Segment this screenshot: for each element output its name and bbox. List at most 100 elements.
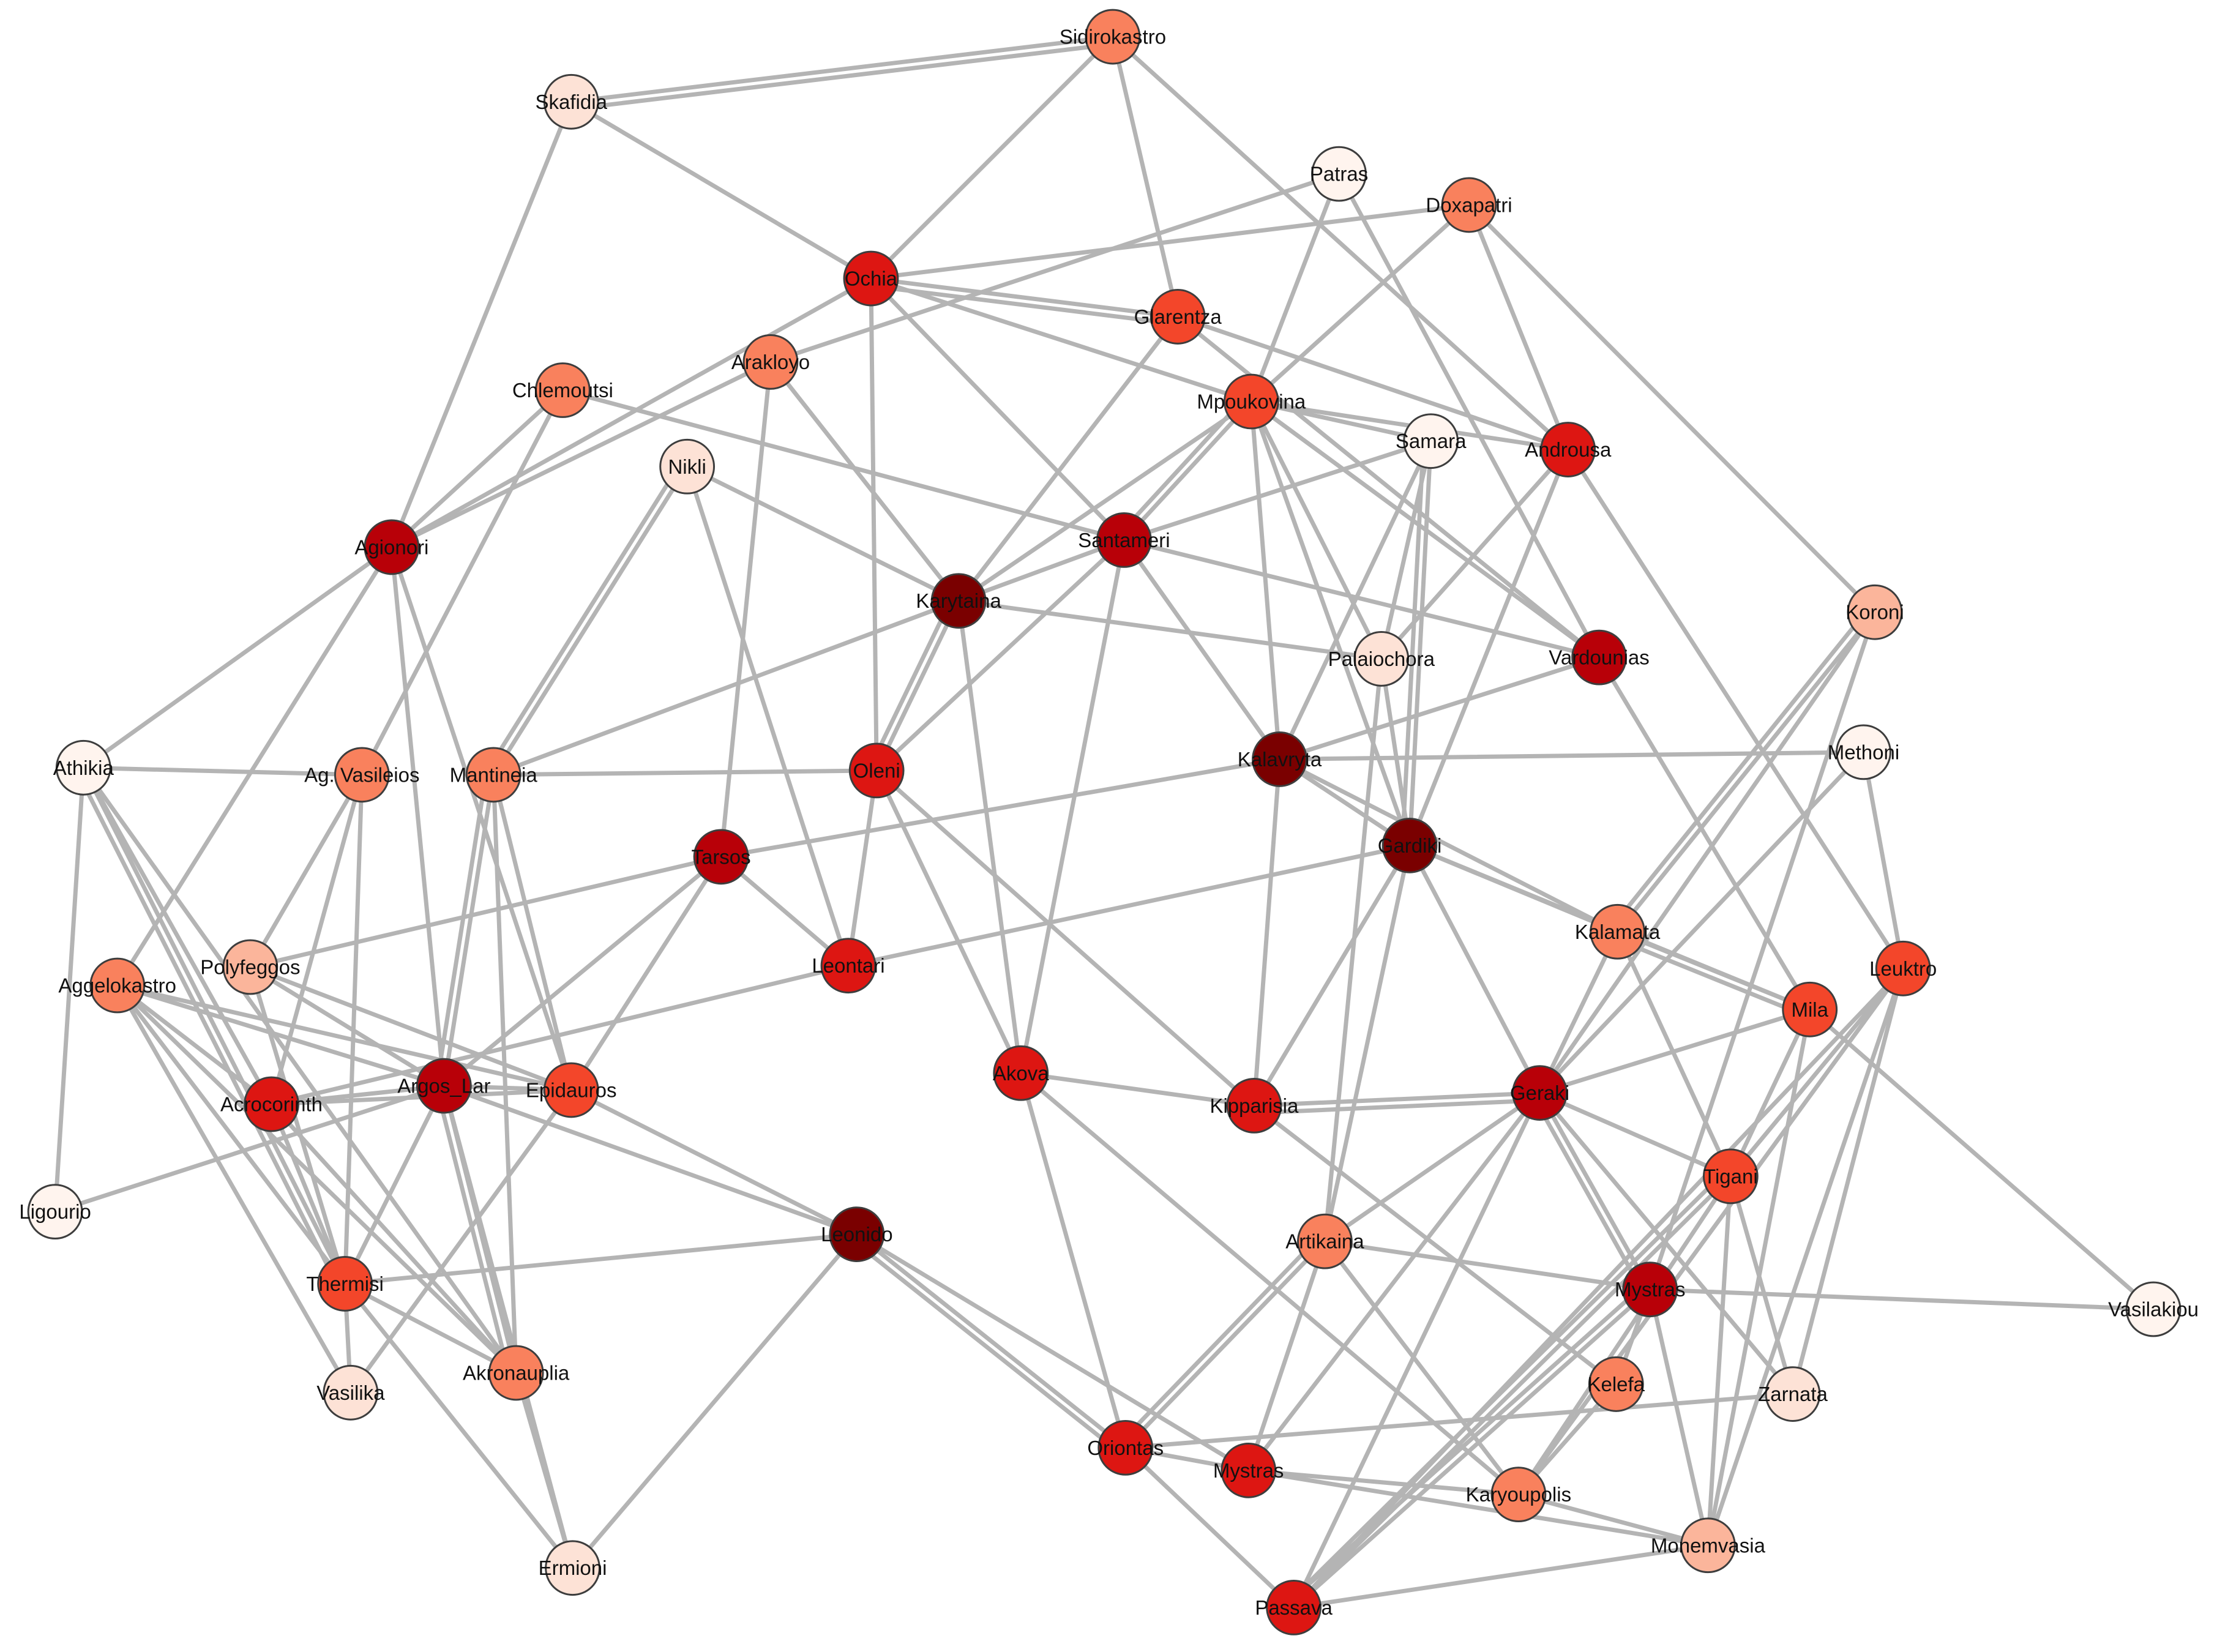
- node-circle[interactable]: [1297, 1213, 1353, 1269]
- node-circle[interactable]: [742, 334, 799, 390]
- node-circle[interactable]: [993, 1045, 1049, 1101]
- node-acrocorinth[interactable]: Acrocorinth: [220, 1076, 323, 1132]
- node-circle[interactable]: [1096, 512, 1152, 568]
- node-vasilakiou[interactable]: Vasilakiou: [2108, 1281, 2199, 1337]
- node-mpoukovina[interactable]: Mpoukovina: [1197, 373, 1306, 430]
- node-circle[interactable]: [1266, 1580, 1322, 1635]
- node-kipparisia[interactable]: Kipparisia: [1209, 1077, 1299, 1134]
- node-mila[interactable]: Mila: [1782, 981, 1838, 1037]
- node-aggelokastro[interactable]: Aggelokastro: [58, 957, 176, 1014]
- node-patras[interactable]: Patras: [1310, 146, 1368, 202]
- node-circle[interactable]: [1252, 731, 1307, 787]
- node-circle[interactable]: [1381, 817, 1438, 873]
- node-kalamata[interactable]: Kalamata: [1575, 903, 1661, 960]
- node-circle[interactable]: [1221, 1442, 1277, 1498]
- node-vasilika[interactable]: Vasilika: [316, 1364, 385, 1421]
- node-ermioni[interactable]: Ermioni: [539, 1540, 607, 1596]
- node-monemvasia[interactable]: Monemvasia: [1651, 1517, 1766, 1574]
- node-circle[interactable]: [1150, 289, 1206, 345]
- node-methoni[interactable]: Methoni: [1828, 724, 1899, 780]
- node-circle[interactable]: [848, 742, 905, 799]
- node-mystras2[interactable]: Mystras: [1213, 1442, 1284, 1498]
- node-glarentza[interactable]: Glarentza: [1134, 289, 1222, 345]
- node-ochia[interactable]: Ochia: [843, 250, 899, 307]
- node-circle[interactable]: [323, 1364, 379, 1421]
- node-athikia[interactable]: Athikia: [53, 739, 114, 796]
- node-agionori[interactable]: Agionori: [354, 519, 428, 575]
- node-circle[interactable]: [364, 519, 420, 575]
- node-circle[interactable]: [1588, 1356, 1644, 1412]
- node-circle[interactable]: [534, 362, 591, 418]
- node-kelefa[interactable]: Kelefa: [1587, 1356, 1645, 1412]
- node-leonido[interactable]: Leonido: [821, 1206, 893, 1262]
- node-circle[interactable]: [1540, 422, 1596, 477]
- node-circle[interactable]: [1847, 584, 1903, 640]
- node-circle[interactable]: [1085, 9, 1141, 65]
- node-sidirokastro[interactable]: Sidirokastro: [1060, 9, 1166, 65]
- node-thermisi[interactable]: Thermisi: [306, 1256, 384, 1312]
- node-epidauros[interactable]: Epidauros: [526, 1062, 617, 1118]
- node-circle[interactable]: [545, 1540, 600, 1596]
- node-palaiochora[interactable]: Palaiochora: [1328, 631, 1435, 687]
- node-nikli[interactable]: Nikli: [659, 438, 716, 495]
- node-circle[interactable]: [829, 1206, 885, 1262]
- node-oleni[interactable]: Oleni: [848, 742, 905, 799]
- node-geraki[interactable]: Geraki: [1510, 1065, 1569, 1121]
- node-circle[interactable]: [334, 747, 390, 803]
- node-circle[interactable]: [543, 73, 599, 130]
- node-circle[interactable]: [843, 250, 899, 307]
- node-circle[interactable]: [693, 829, 749, 885]
- node-ligourio[interactable]: Ligourio: [19, 1184, 91, 1240]
- node-oriontas[interactable]: Oriontas: [1087, 1419, 1164, 1476]
- node-circle[interactable]: [1512, 1065, 1568, 1121]
- node-artikaina[interactable]: Artikaina: [1285, 1213, 1364, 1269]
- node-passava[interactable]: Passava: [1255, 1580, 1333, 1635]
- node-circle[interactable]: [659, 438, 716, 495]
- node-leuktro[interactable]: Leuktro: [1869, 940, 1937, 996]
- node-tigani[interactable]: Tigani: [1702, 1148, 1759, 1205]
- node-akova[interactable]: Akova: [993, 1045, 1049, 1101]
- node-karyoupolis[interactable]: Karyoupolis: [1466, 1467, 1571, 1523]
- node-kalavryta[interactable]: Kalavryta: [1238, 731, 1322, 787]
- node-circle[interactable]: [27, 1184, 83, 1240]
- node-circle[interactable]: [1590, 903, 1645, 960]
- node-circle[interactable]: [488, 1345, 544, 1401]
- node-circle[interactable]: [1490, 1467, 1547, 1523]
- node-santameri[interactable]: Santameri: [1078, 512, 1170, 568]
- node-vardounias[interactable]: Vardounias: [1549, 629, 1650, 686]
- node-polyfeggos[interactable]: Polyfeggos: [200, 939, 301, 995]
- node-samara[interactable]: Samara: [1396, 413, 1467, 469]
- node-leontari[interactable]: Leontari: [812, 938, 885, 994]
- node-zarnata[interactable]: Zarnata: [1758, 1366, 1828, 1422]
- node-agvasileios[interactable]: Ag. Vasileios: [304, 747, 420, 803]
- node-circle[interactable]: [1680, 1517, 1736, 1574]
- node-circle[interactable]: [2125, 1281, 2181, 1337]
- node-circle[interactable]: [1353, 631, 1410, 687]
- node-doxapatri[interactable]: Doxapatri: [1426, 177, 1512, 233]
- node-circle[interactable]: [317, 1256, 373, 1312]
- node-circle[interactable]: [930, 573, 987, 629]
- node-circle[interactable]: [1311, 146, 1367, 202]
- node-arakloyo[interactable]: Arakloyo: [731, 334, 810, 390]
- node-circle[interactable]: [1226, 1077, 1282, 1134]
- node-argoslar[interactable]: Argos_Lar: [397, 1058, 490, 1114]
- node-circle[interactable]: [1097, 1419, 1154, 1476]
- node-circle[interactable]: [1223, 373, 1279, 430]
- node-circle[interactable]: [1403, 413, 1459, 469]
- node-circle[interactable]: [1836, 724, 1891, 780]
- node-circle[interactable]: [1441, 177, 1497, 233]
- node-karytaina[interactable]: Karytaina: [916, 573, 1001, 629]
- node-akronauplia[interactable]: Akronauplia: [463, 1345, 570, 1401]
- node-chlemoutsi[interactable]: Chlemoutsi: [512, 362, 613, 418]
- node-mantineia[interactable]: Mantineia: [450, 747, 538, 803]
- node-circle[interactable]: [55, 739, 111, 796]
- node-circle[interactable]: [1782, 981, 1838, 1037]
- node-circle[interactable]: [1875, 940, 1931, 996]
- node-circle[interactable]: [1622, 1261, 1678, 1318]
- node-circle[interactable]: [222, 939, 279, 995]
- node-circle[interactable]: [416, 1058, 472, 1114]
- node-circle[interactable]: [820, 938, 877, 994]
- node-circle[interactable]: [244, 1076, 299, 1132]
- node-tarsos[interactable]: Tarsos: [691, 829, 751, 885]
- node-koroni[interactable]: Koroni: [1845, 584, 1904, 640]
